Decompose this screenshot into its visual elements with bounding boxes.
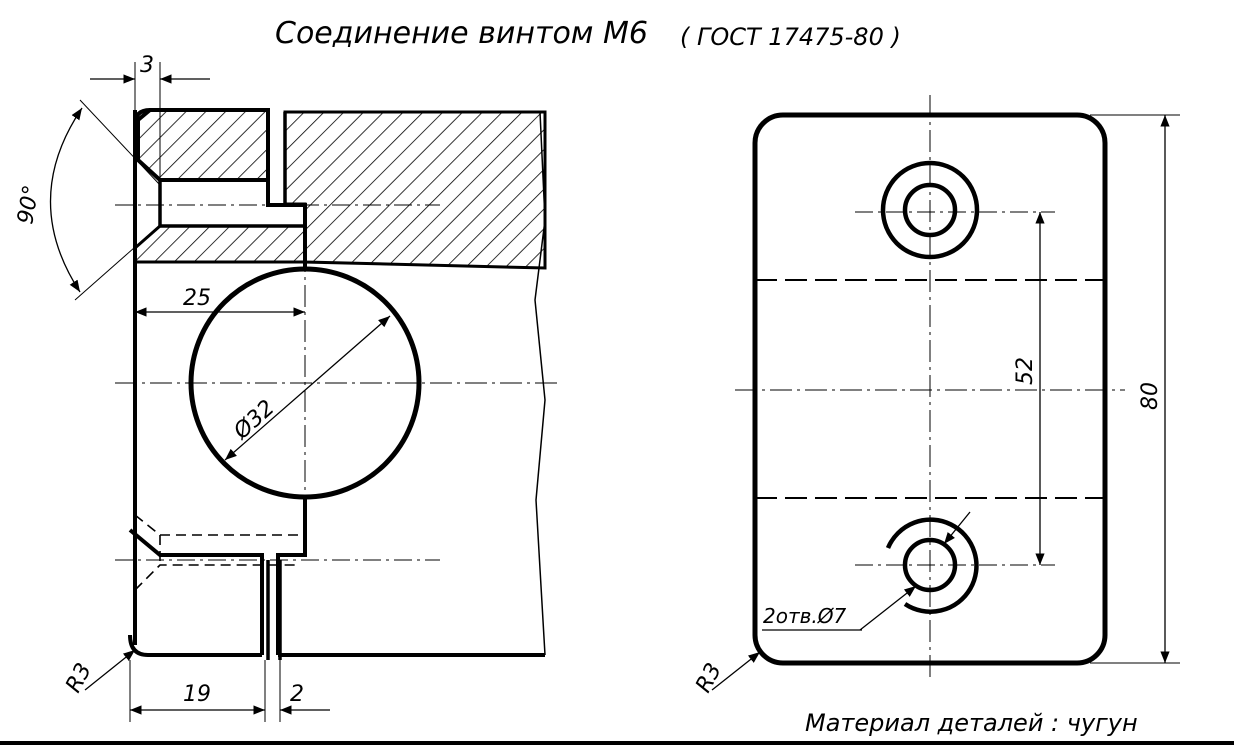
angle-ext-upper <box>79 99 161 186</box>
radius-leader-right <box>711 651 761 691</box>
title-text: Соединение винтом М6 <box>275 16 648 51</box>
material-note: Материал деталей : чугун <box>805 709 1138 737</box>
break-line <box>534 111 546 656</box>
width-label: 25 <box>183 286 211 311</box>
hole-leader <box>859 585 917 631</box>
clamp-body-outline <box>128 108 545 657</box>
drawing-title: Соединение винтом М6 ( ГОСТ 17475-80 ) <box>275 16 901 51</box>
hole-note-label: 2отв.Ø7 <box>763 604 846 628</box>
angle-arc <box>49 107 83 293</box>
upper-counterbore <box>880 160 980 260</box>
angle-ext-lower <box>74 224 161 301</box>
lower-thread-arc <box>885 517 979 614</box>
radius-label-left: R3 <box>61 659 97 697</box>
hatched-upper-right-part <box>283 110 547 270</box>
hatched-upper-left-part <box>136 108 270 182</box>
top-view: 2отв.Ø7 52 80 R3 <box>691 95 1180 697</box>
front-section-view: Ø32 25 3 90° R3 19 2 <box>13 53 560 722</box>
standard-text: ( ГОСТ 17475-80 ) <box>680 23 901 51</box>
gap-label: 3 <box>140 53 154 78</box>
offset-label: 19 <box>183 682 211 707</box>
slot-outline <box>158 112 305 228</box>
radius-leader-left <box>84 649 136 691</box>
slot-width-label: 2 <box>290 682 304 707</box>
spacing-label: 52 <box>1013 357 1038 385</box>
radius-label-right: R3 <box>691 659 727 697</box>
height-label: 80 <box>1138 382 1163 410</box>
upper-hole <box>902 182 958 238</box>
hidden-countersink <box>134 514 300 591</box>
angle-label: 90° <box>13 183 44 226</box>
lower-hole <box>902 537 958 593</box>
diameter-dim-line <box>224 315 391 461</box>
hole-arrow-upper <box>943 511 971 545</box>
hatched-lower-strip <box>133 224 307 264</box>
